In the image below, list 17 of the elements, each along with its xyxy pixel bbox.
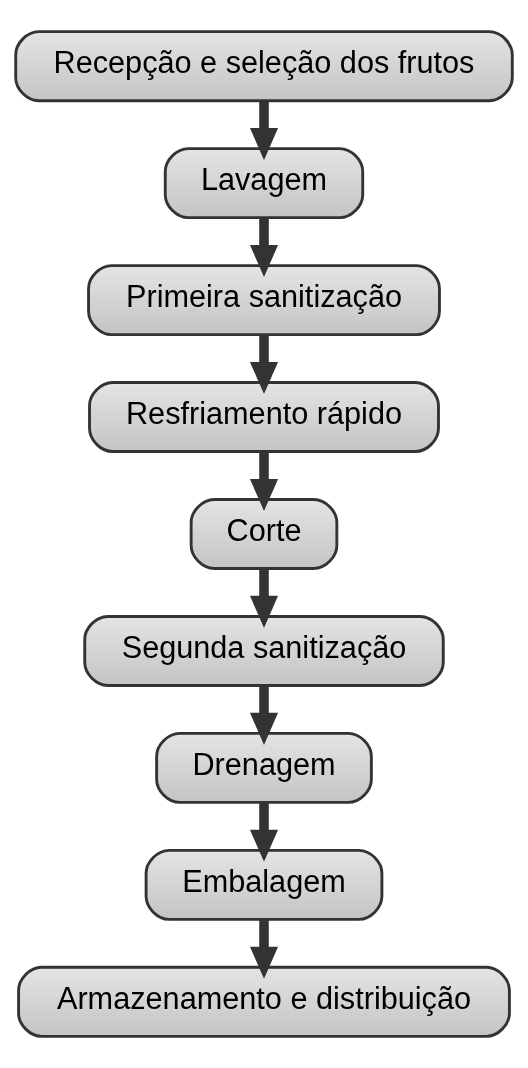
- node-box: Recepção e seleção dos frutos: [14, 30, 514, 103]
- node-box: Primeira sanitização: [87, 264, 441, 337]
- node-box: Embalagem: [144, 848, 384, 921]
- node-box: Drenagem: [155, 731, 373, 804]
- arrow: [249, 217, 279, 278]
- arrow: [249, 334, 279, 395]
- arrow: [249, 568, 279, 628]
- arrow: [249, 100, 279, 161]
- arrow: [249, 451, 279, 511]
- arrow: [249, 919, 279, 979]
- node-box: Armazenamento e distribuição: [17, 965, 511, 1038]
- node-box: Segunda sanitização: [83, 615, 445, 687]
- node-box: Lavagem: [163, 147, 365, 220]
- arrow: [249, 802, 279, 862]
- node-box: Corte: [189, 498, 339, 570]
- node-box: Resfriamento rápido: [88, 381, 440, 453]
- arrow: [249, 685, 279, 745]
